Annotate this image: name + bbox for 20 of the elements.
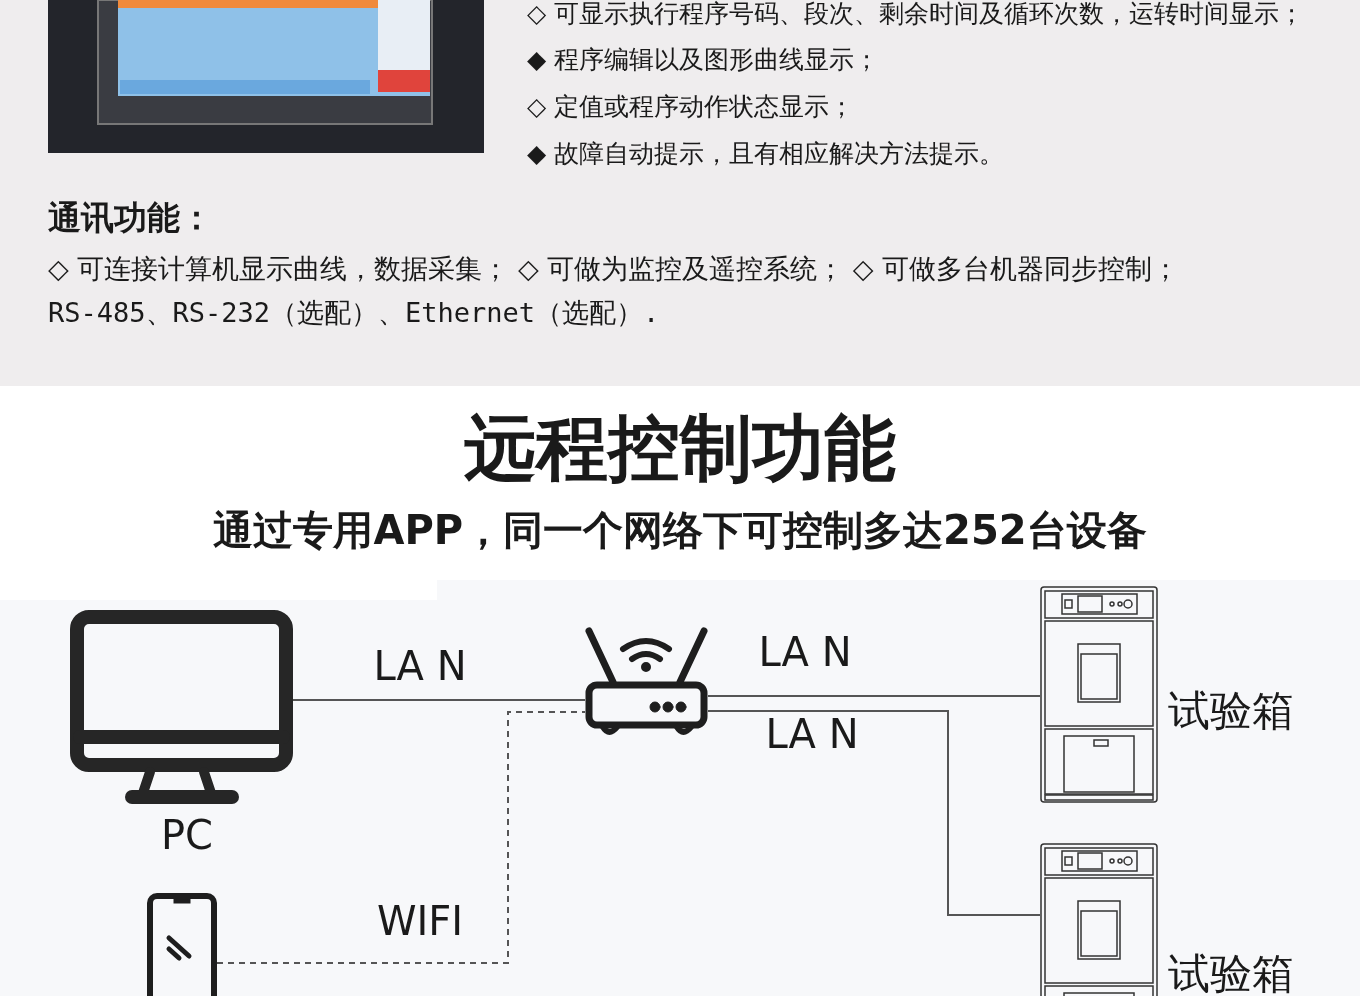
edge-label: LA N (765, 714, 859, 754)
section-heading: 通讯功能： (48, 201, 213, 234)
node-label: 试验箱 (1168, 690, 1292, 732)
edge-label: LA N (373, 646, 467, 686)
subtitle: 通过专用APP，同一个网络下可控制多达252台设备 (213, 510, 1147, 550)
bullet-item: ◆ 程序编辑以及图形曲线显示； (527, 47, 880, 72)
bullet-item: ◆ 故障自动提示，且有相应解决方法提示。 (527, 141, 1005, 166)
connector-line (707, 710, 1041, 916)
bullet-item: ◇ 可显示执行程序号码、段次、剩余时间及循环次数，运转时间显示； (527, 1, 1305, 26)
node-label: 试验箱 (1168, 953, 1292, 995)
feature-text: RS-485、RS-232（选配）、Ethernet（选配）. (48, 299, 660, 326)
edge-label: WIFI (376, 901, 464, 941)
edge-label: LA N (758, 632, 852, 672)
dashed-connector (216, 711, 586, 964)
node-label: PC (160, 815, 214, 855)
connector-line (707, 695, 1041, 697)
bullet-item: ◇ 定值或程序动作状态显示； (527, 94, 855, 119)
connector-line (292, 699, 586, 701)
feature-text: ◇ 可连接计算机显示曲线，数据采集； ◇ 可做为监控及遥控系统； ◇ 可做多台机器同步控制； (48, 255, 1180, 282)
title: 远程控制功能 (464, 412, 896, 484)
